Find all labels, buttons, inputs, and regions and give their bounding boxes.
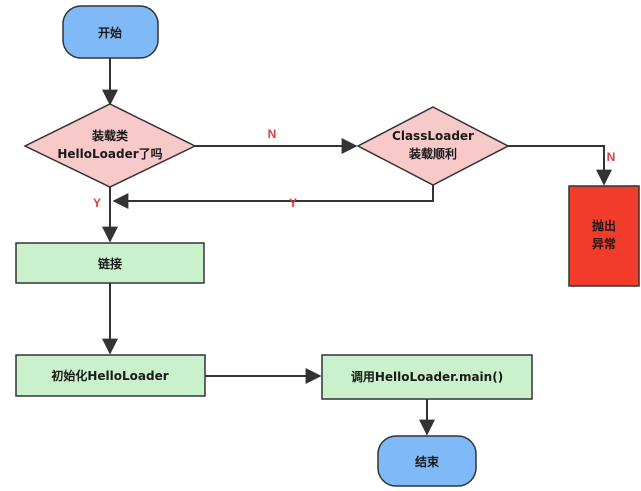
end-node: 结束 xyxy=(377,435,477,487)
throw-exception-label-line1: 抛出 xyxy=(592,218,616,233)
call-main-label: 调用HelloLoader.main() xyxy=(351,370,503,384)
init-label: 初始化HelloLoader xyxy=(51,368,168,383)
edge-label-loaded-yes: Y xyxy=(93,196,101,210)
link-shape xyxy=(15,242,205,284)
throw-exception-node: 抛出 异常 xyxy=(568,185,640,287)
decision-classloader-node: ClassLoader 装载顺利 xyxy=(356,106,510,186)
decision-classloader-label-line1: ClassLoader xyxy=(392,129,474,143)
edge-classloader-no-to-throw xyxy=(508,145,612,186)
throw-exception-shape xyxy=(568,185,640,287)
edge-label-loaded-no: N xyxy=(268,127,277,141)
edge-classloader-yes-back xyxy=(112,185,434,209)
end-label: 结束 xyxy=(415,454,440,469)
decision-loaded-node: 装载类 HelloLoader了吗 xyxy=(23,103,197,188)
call-main-node: 调用HelloLoader.main() xyxy=(321,354,533,400)
connectors xyxy=(102,58,612,436)
init-shape xyxy=(15,354,206,397)
edge-label-classloader-yes: Y xyxy=(289,196,297,210)
decision-loaded-shape xyxy=(23,103,197,188)
link-label: 链接 xyxy=(98,256,122,271)
init-node: 初始化HelloLoader xyxy=(15,354,206,397)
link-node: 链接 xyxy=(15,242,205,284)
decision-loaded-label-line1: 装载类 xyxy=(91,128,129,143)
decision-classloader-shape xyxy=(356,106,510,186)
call-main-shape xyxy=(321,354,533,400)
start-shape xyxy=(62,5,159,59)
decision-loaded-label-line2: HelloLoader了吗 xyxy=(57,147,162,161)
end-shape xyxy=(377,435,477,487)
start-label: 开始 xyxy=(98,25,122,40)
edge-label-classloader-no: N xyxy=(607,150,616,164)
decision-classloader-label-line2: 装载顺利 xyxy=(408,146,457,161)
throw-exception-label-line2: 异常 xyxy=(592,236,616,251)
start-node: 开始 xyxy=(62,5,159,59)
